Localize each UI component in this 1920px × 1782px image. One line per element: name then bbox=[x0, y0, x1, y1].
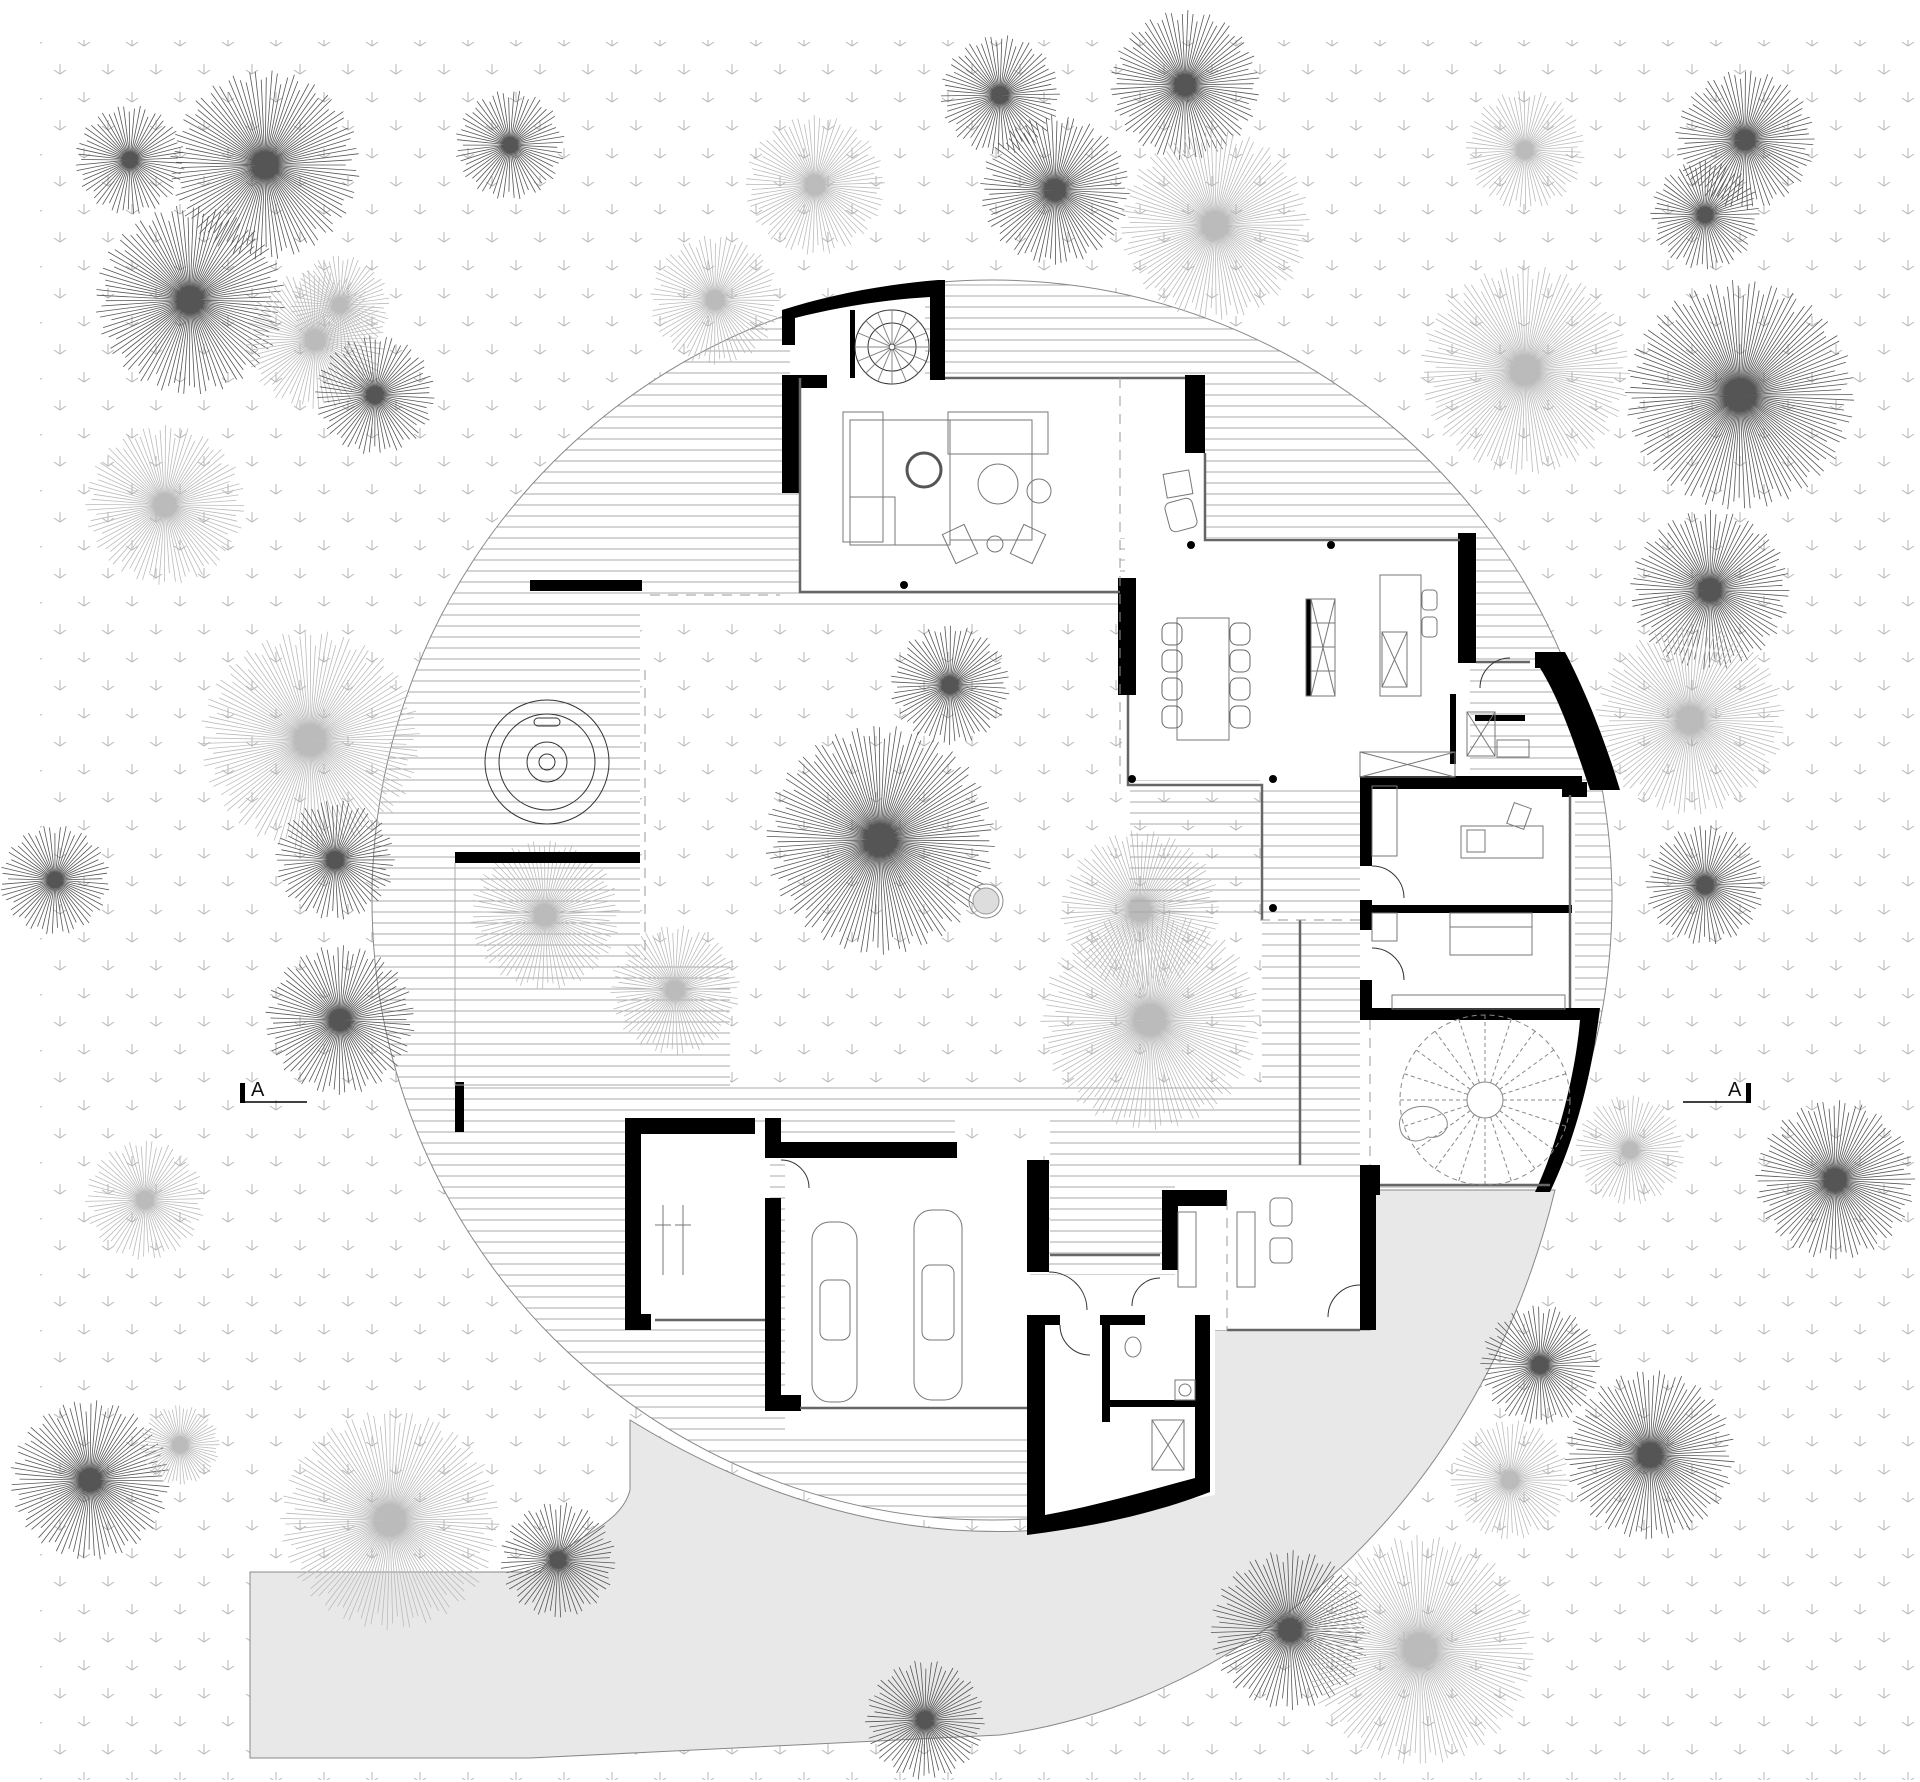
tree-canopy bbox=[279, 1410, 500, 1630]
guide-lines bbox=[644, 378, 1371, 1330]
tree-canopy bbox=[1755, 1100, 1916, 1260]
tree-canopy bbox=[0, 826, 110, 935]
section-line-right bbox=[1683, 1083, 1751, 1103]
tree-canopy bbox=[275, 800, 395, 920]
tree-canopy bbox=[140, 1405, 220, 1485]
wc-fixtures bbox=[1124, 1336, 1196, 1471]
tree-canopy bbox=[500, 1502, 616, 1618]
tree-canopy bbox=[1565, 1370, 1735, 1540]
tree-canopy bbox=[1450, 1420, 1571, 1539]
garden-deck bbox=[1160, 1085, 1300, 1165]
door-swings bbox=[780, 657, 1511, 1356]
living-deck bbox=[1130, 780, 1260, 920]
terrace-edge bbox=[454, 863, 730, 1086]
tree-canopy bbox=[170, 70, 360, 260]
office-bedroom-furniture bbox=[1371, 785, 1566, 1010]
tree-canopy bbox=[1575, 1095, 1685, 1204]
tree-canopy bbox=[1480, 1305, 1600, 1425]
bicycles bbox=[655, 1205, 691, 1275]
tree-canopy bbox=[1650, 160, 1760, 270]
tree-canopy bbox=[1121, 130, 1310, 320]
tree-canopy bbox=[765, 726, 995, 955]
tree-canopy bbox=[200, 630, 420, 850]
planter bbox=[968, 883, 1004, 919]
dining-furniture bbox=[1161, 617, 1251, 741]
tree-canopy bbox=[1465, 90, 1585, 211]
tree-canopy bbox=[865, 1660, 985, 1780]
section-line-left bbox=[240, 1083, 307, 1103]
spiral-stair-tower bbox=[854, 309, 930, 385]
tree-canopy bbox=[95, 205, 285, 395]
tree-canopy bbox=[980, 115, 1130, 265]
hot-tub bbox=[484, 699, 610, 825]
tree-canopy bbox=[470, 840, 620, 990]
tree-canopy bbox=[1040, 910, 1260, 1130]
tree-canopy bbox=[85, 425, 244, 585]
tree-canopy bbox=[10, 1400, 170, 1560]
tree-canopy bbox=[290, 255, 390, 355]
tree-canopy bbox=[1305, 1535, 1535, 1764]
tree-canopy bbox=[76, 105, 185, 215]
tree-canopy bbox=[1630, 509, 1790, 670]
tree-canopy bbox=[1595, 625, 1785, 815]
tree-canopy bbox=[610, 925, 740, 1055]
spiral-stair-hall bbox=[1399, 1014, 1571, 1186]
section-marker-left: A bbox=[251, 1079, 265, 1101]
living-furniture bbox=[842, 411, 1198, 565]
walls bbox=[455, 280, 1620, 1535]
tree-canopy bbox=[1645, 825, 1765, 945]
tree-canopy bbox=[745, 115, 885, 255]
kitchen-furniture bbox=[1305, 574, 1530, 778]
tree-canopy bbox=[1625, 280, 1855, 510]
section-marker-right: A bbox=[1728, 1079, 1742, 1101]
tree-canopy bbox=[265, 945, 415, 1095]
glazing bbox=[655, 376, 1572, 1410]
entry-furniture bbox=[1177, 1197, 1293, 1288]
tree-canopy bbox=[940, 35, 1061, 155]
tree-canopy bbox=[1420, 265, 1630, 475]
tree-canopies bbox=[0, 10, 1916, 1780]
tree-canopy bbox=[891, 625, 1010, 745]
tree-canopy bbox=[1110, 10, 1260, 160]
tree-canopy bbox=[84, 1140, 205, 1260]
tree-canopy bbox=[650, 235, 780, 365]
tree-canopy bbox=[315, 335, 435, 454]
cars bbox=[811, 1209, 963, 1403]
tree-canopy bbox=[1210, 1550, 1370, 1711]
tree-canopy bbox=[456, 91, 565, 200]
columns bbox=[900, 541, 1335, 912]
